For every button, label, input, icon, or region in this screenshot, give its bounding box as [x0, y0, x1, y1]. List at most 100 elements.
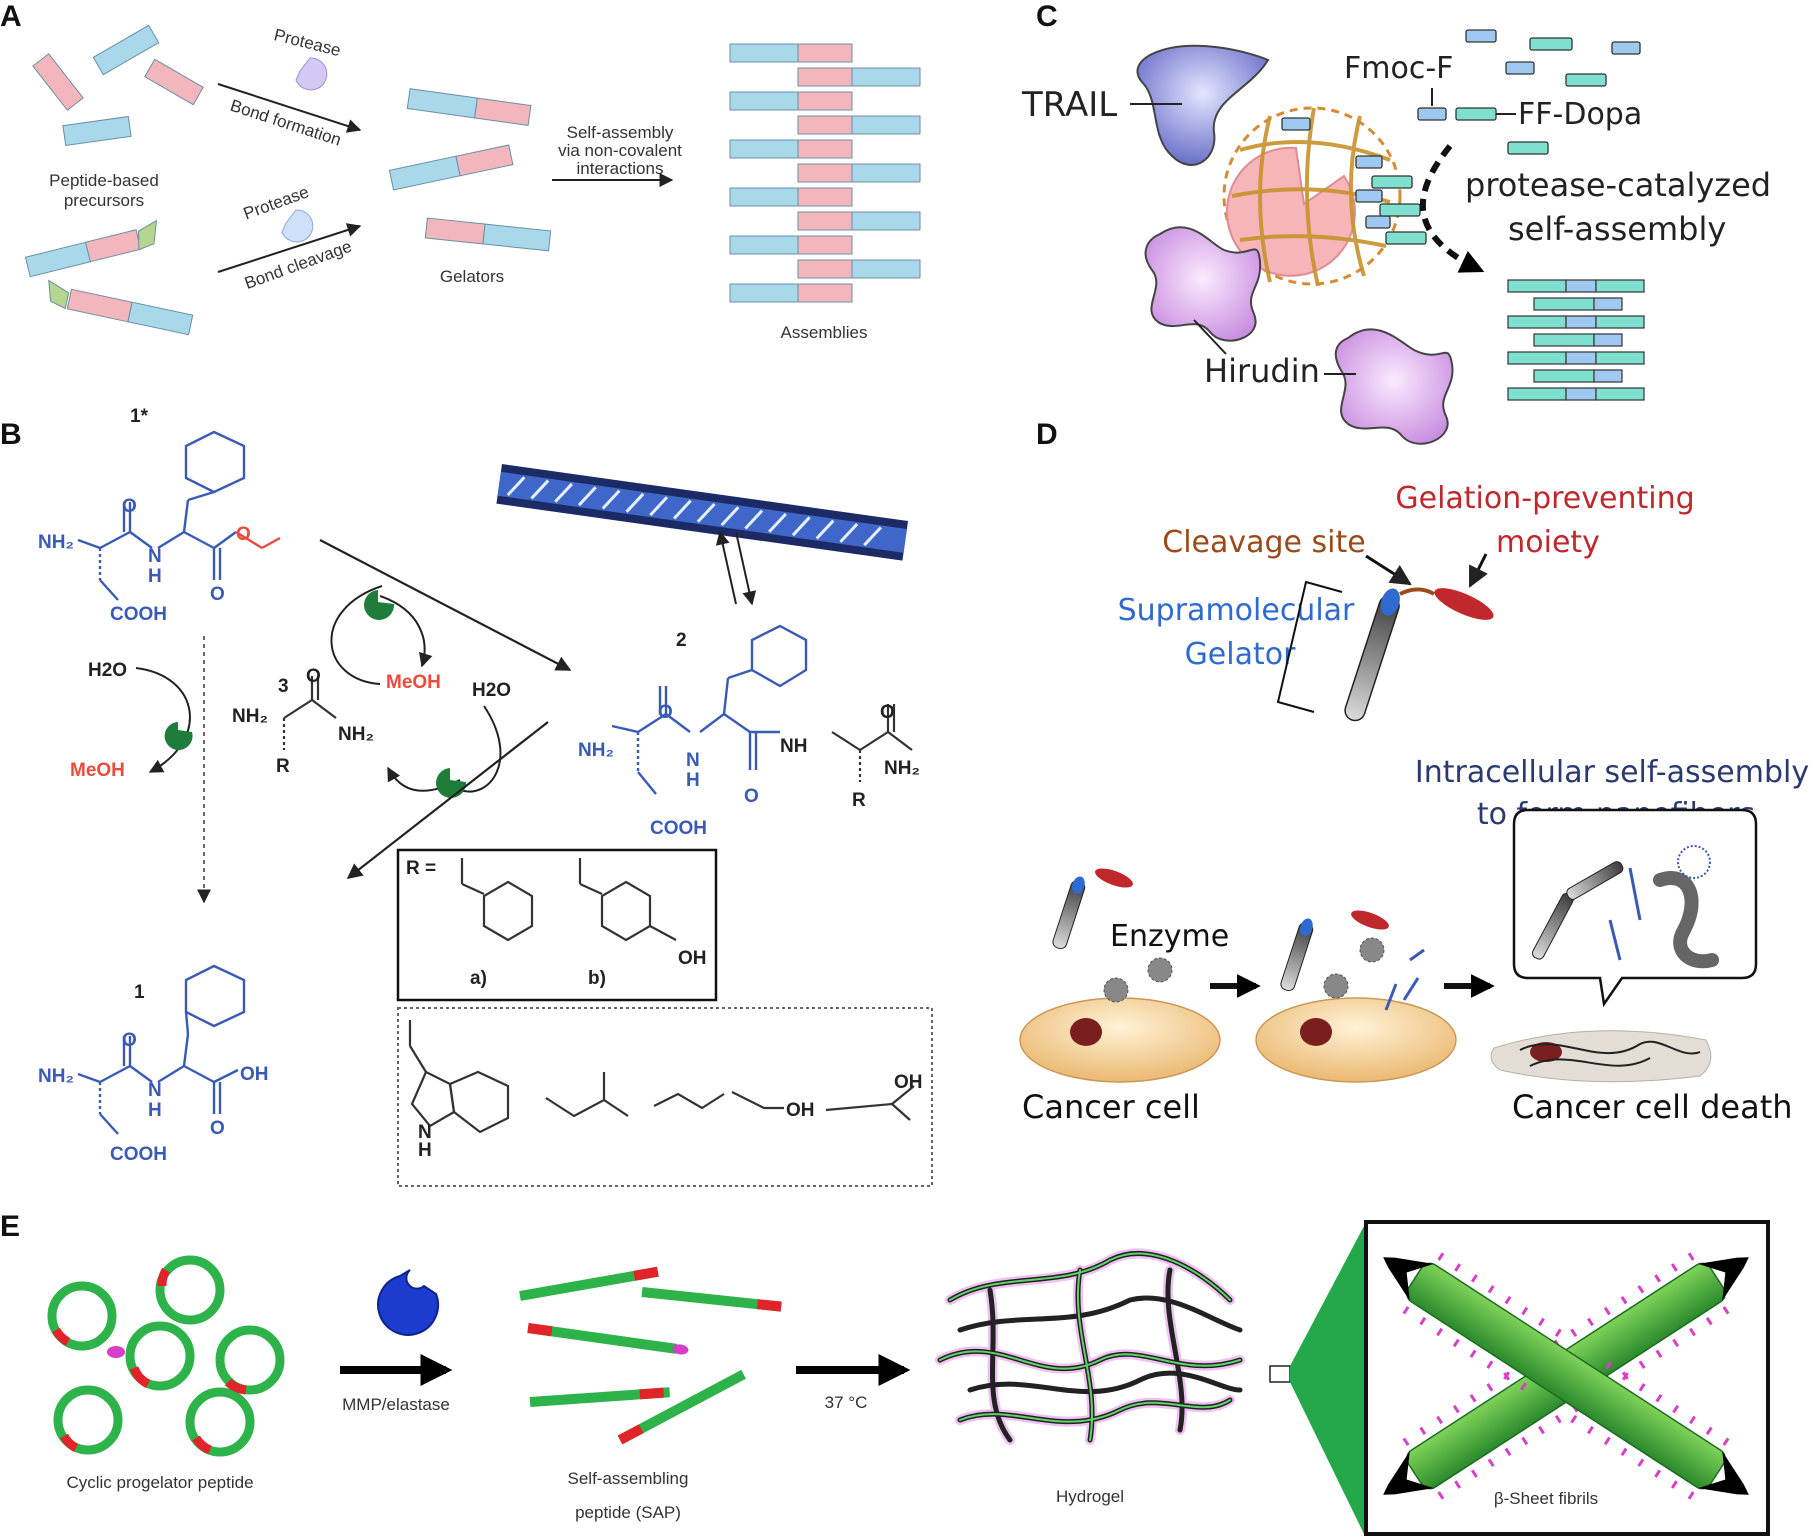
hirudin-protein-icon — [1334, 328, 1454, 445]
atom-h: H — [148, 1100, 162, 1121]
cyclic-progelator-label: Cyclic progelator peptide — [66, 1473, 253, 1492]
atom-nh: N — [686, 750, 700, 771]
assembly-dashed-arrow — [1420, 144, 1485, 273]
atom-o: O — [306, 666, 321, 687]
self-assembling-peptides — [519, 1266, 782, 1445]
atom-oh: OH — [240, 1064, 269, 1085]
zoom-region-marker — [1269, 1365, 1291, 1383]
atom-nh2: NH₂ — [884, 758, 920, 779]
supramolecular-label-1: Supramolecular — [1118, 593, 1355, 628]
enzyme-curve-1 — [330, 585, 383, 685]
atom-cooh: COOH — [110, 1144, 167, 1165]
atom-nh: N — [418, 1122, 432, 1143]
self-assembly-label-2: via non-covalent — [558, 141, 682, 160]
panel-e: E Cyclic progelator peptide MMP/elastase — [0, 1210, 1770, 1536]
atom-nh: N — [148, 546, 162, 567]
dead-cell-icon — [1490, 1030, 1712, 1083]
atom-oh: OH — [678, 948, 707, 969]
atom-nh2: NH₂ — [338, 724, 374, 745]
atom-o: O — [122, 1030, 137, 1051]
aminolysis-arrow — [319, 539, 572, 671]
gelation-preventing-label-1: Gelation-preventing — [1395, 481, 1694, 516]
additional-side-chains-box — [397, 1007, 933, 1187]
atom-oh: OH — [786, 1100, 815, 1121]
trail-protein-icon — [1136, 44, 1270, 166]
panel-a: A Peptide-based precursors Protease — [0, 0, 921, 342]
cell-nucleus-icon — [1070, 1018, 1102, 1046]
hydrogel-network-icon — [935, 1248, 1245, 1445]
gelator-peptides — [388, 88, 552, 252]
atom-cooh: COOH — [110, 604, 167, 625]
cell-nucleus-icon — [1530, 1042, 1562, 1062]
hydrogel-label: Hydrogel — [1056, 1487, 1124, 1506]
panel-b: B 1* O NH₂ N H O O COOH — [0, 406, 933, 1187]
panel-letter-c: C — [1036, 0, 1058, 33]
protease-icon — [281, 209, 314, 243]
assemblies-label: Assemblies — [781, 323, 868, 342]
h2o-label-mid: H2O — [472, 680, 511, 701]
gelation-preventing-label-2: moiety — [1496, 525, 1600, 560]
cyclic-progelator-peptides — [47, 1255, 285, 1457]
cancer-cell-icon — [1255, 997, 1457, 1083]
atom-r: R — [276, 756, 290, 777]
fmoc-label: Fmoc-F — [1344, 51, 1453, 86]
temperature-label: 37 °C — [825, 1393, 868, 1412]
self-assembly-label-3: interactions — [577, 159, 664, 178]
cell-nucleus-icon — [1300, 1018, 1332, 1046]
meoh-label-left: MeOH — [70, 760, 125, 781]
atom-nh2: NH₂ — [578, 740, 614, 761]
ffdopa-bars — [1371, 37, 1607, 245]
precursor-peptides — [24, 24, 204, 336]
cleaved-gelators — [1384, 948, 1425, 1011]
atom-nh2: NH₂ — [38, 1066, 74, 1087]
self-assembly-label-1: Self-assembly — [567, 123, 674, 142]
protease-catalyzed-label-2: self-assembly — [1508, 210, 1726, 248]
atom-h: H — [686, 770, 700, 791]
option-a-label: a) — [470, 968, 487, 989]
compound-2-structure — [611, 624, 913, 795]
atom-o: O — [744, 786, 759, 807]
hydrolysis-curved-arrow — [135, 667, 191, 773]
gelation-moiety-arrow — [1468, 553, 1488, 588]
hirudin-protein-icon — [1144, 226, 1262, 342]
panel-letter-e: E — [0, 1210, 20, 1243]
enzyme-icon — [1147, 957, 1173, 983]
hirudin-label: Hirudin — [1204, 352, 1320, 390]
compound-3-structure — [282, 676, 337, 750]
equilibrium-arrow-down — [735, 531, 757, 606]
atom-o: O — [122, 496, 137, 517]
atom-nh: NH — [780, 736, 807, 757]
enzyme-icon — [436, 768, 467, 798]
nanofiber-formation-icon — [1531, 845, 1719, 969]
beta-sheet-fibrils-label: β-Sheet fibrils — [1494, 1489, 1598, 1508]
option-b-label: b) — [588, 968, 606, 989]
atom-o-ester: O — [236, 524, 251, 545]
sap-label-2: peptide (SAP) — [575, 1503, 681, 1522]
gelator-bracket — [1276, 580, 1343, 713]
assembled-fibre-stack — [1507, 279, 1645, 401]
nanofiber-image — [496, 464, 909, 561]
atom-nh: N — [148, 1080, 162, 1101]
atom-o: O — [210, 1118, 225, 1139]
panel-d: D Gelation-preventing moiety Cleavage si… — [1019, 418, 1809, 1126]
panel-letter-a: A — [0, 0, 22, 33]
compound-1-structure — [77, 964, 246, 1135]
enzyme-icon — [1323, 973, 1349, 999]
equilibrium-arrow-up — [715, 530, 737, 605]
hydrolysis-return-arrow — [346, 721, 549, 879]
h2o-label-left: H2O — [88, 660, 127, 681]
protease-icon — [295, 57, 328, 91]
intracellular-bubble — [1512, 808, 1758, 1008]
precursors-label-1: Peptide-based — [49, 171, 159, 190]
cleavage-site-arrow — [1365, 554, 1412, 586]
compound-2-label: 2 — [676, 630, 687, 651]
atom-o: O — [880, 702, 895, 723]
atom-o: O — [658, 702, 673, 723]
atom-r: R — [852, 790, 866, 811]
compound-1-label: 1 — [134, 982, 145, 1003]
intracellular-label-1: Intracellular self-assembly — [1415, 755, 1809, 790]
gelator-molecule-icon — [1344, 587, 1494, 722]
cancer-cell-death-label: Cancer cell death — [1512, 1088, 1793, 1126]
intracellular-nanofibers — [1519, 1040, 1701, 1067]
